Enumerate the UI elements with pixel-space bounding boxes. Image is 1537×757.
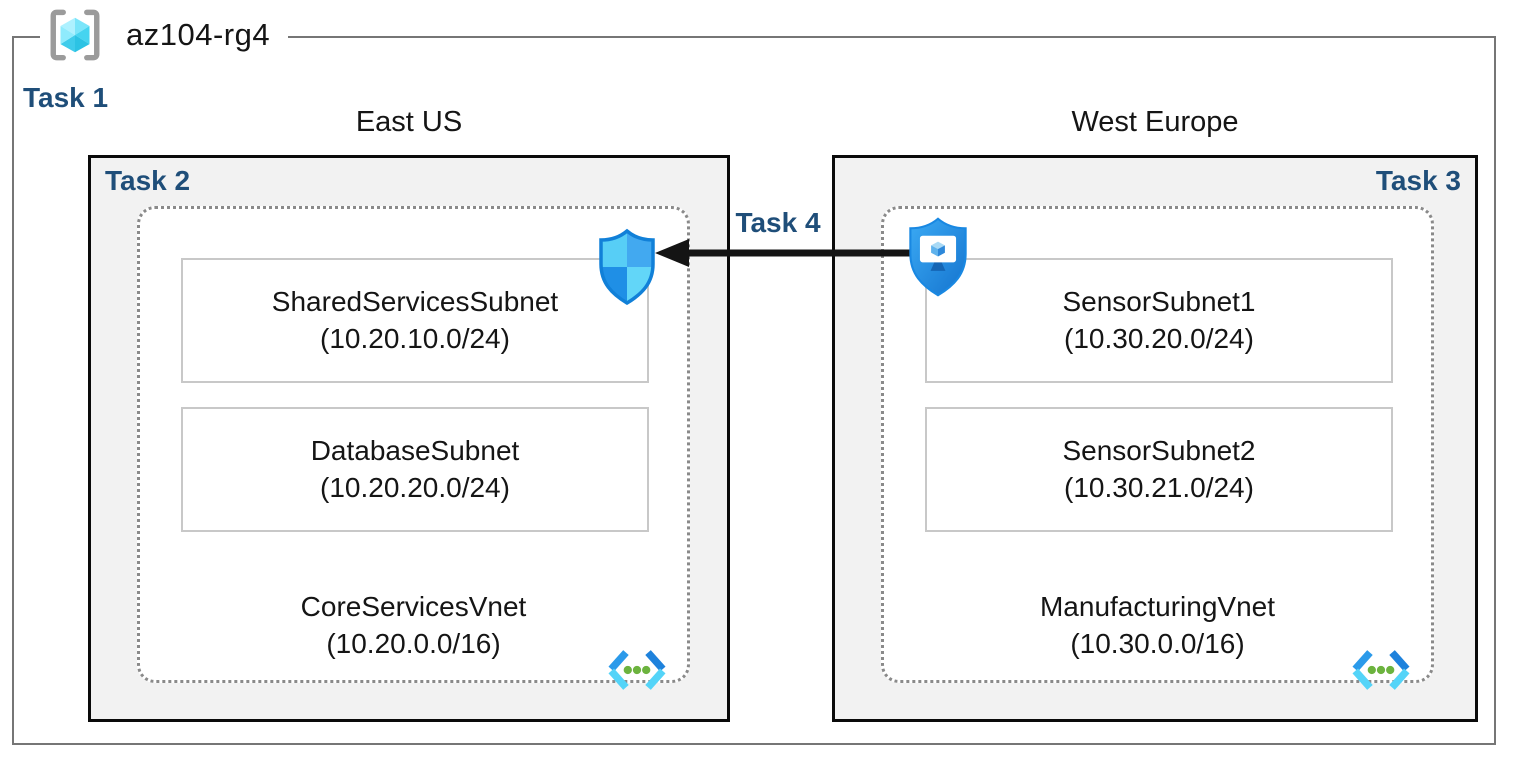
bastion-icon <box>909 217 967 297</box>
vnet-name: ManufacturingVnet <box>1039 591 1276 622</box>
resource-group-name: az104-rg4 <box>126 17 271 52</box>
vnet-cidr: (10.20.0.0/16) <box>326 627 501 659</box>
task3-label: Task 3 <box>1375 165 1461 196</box>
resource-group-icon <box>50 9 100 61</box>
vnet-label-coreservicesvnet: CoreServicesVnet (10.20.0.0/16) <box>140 589 687 663</box>
region-title-west-europe: West Europe <box>1071 106 1239 138</box>
subnet-name: SensorSubnet1 <box>1062 285 1256 317</box>
subnet-box-sensorsubnet2: SensorSubnet2 (10.30.21.0/24) <box>925 407 1393 532</box>
subnet-box-sharedservicessubnet: SharedServicesSubnet (10.20.10.0/24) <box>181 258 649 383</box>
virtual-network-icon <box>1352 650 1410 690</box>
task4-label: Task 4 <box>735 207 821 238</box>
vnet-boundary-coreservicesvnet: SharedServicesSubnet (10.20.10.0/24) Dat… <box>137 206 690 690</box>
task4-arrow <box>655 239 915 267</box>
vnet-boundary-manufacturingvnet: SensorSubnet1 (10.30.20.0/24) SensorSubn… <box>881 206 1434 690</box>
subnet-cidr: (10.20.20.0/24) <box>320 471 510 503</box>
task1-label: Task 1 <box>23 82 109 113</box>
subnet-cidr: (10.20.10.0/24) <box>320 322 510 354</box>
resource-group-header: az104-rg4 <box>40 4 289 66</box>
network-security-group-icon <box>599 228 655 306</box>
resource-group-boundary <box>12 36 1496 745</box>
subnet-cidr: (10.30.20.0/24) <box>1064 322 1254 354</box>
vnet-cidr: (10.30.0.0/16) <box>1070 627 1245 659</box>
subnet-box-sensorsubnet1: SensorSubnet1 (10.30.20.0/24) <box>925 258 1393 383</box>
subnet-cidr: (10.30.21.0/24) <box>1064 471 1254 503</box>
region-box-east-us: Task 2 SharedServicesSubnet (10.20.10.0/… <box>88 155 730 722</box>
region-box-west-europe: Task 3 SensorSubnet1 (10.30.20.0/24) Sen… <box>832 155 1478 722</box>
subnet-box-databasesubnet: DatabaseSubnet (10.20.20.0/24) <box>181 407 649 532</box>
subnet-name: SharedServicesSubnet <box>271 285 559 317</box>
subnet-name: SensorSubnet2 <box>1062 434 1256 466</box>
task2-label: Task 2 <box>105 165 191 196</box>
vnet-name: CoreServicesVnet <box>300 591 527 622</box>
virtual-network-icon <box>608 650 666 690</box>
region-title-east-us: East US <box>355 106 463 138</box>
subnet-name: DatabaseSubnet <box>310 434 520 466</box>
vnet-label-manufacturingvnet: ManufacturingVnet (10.30.0.0/16) <box>884 589 1431 663</box>
